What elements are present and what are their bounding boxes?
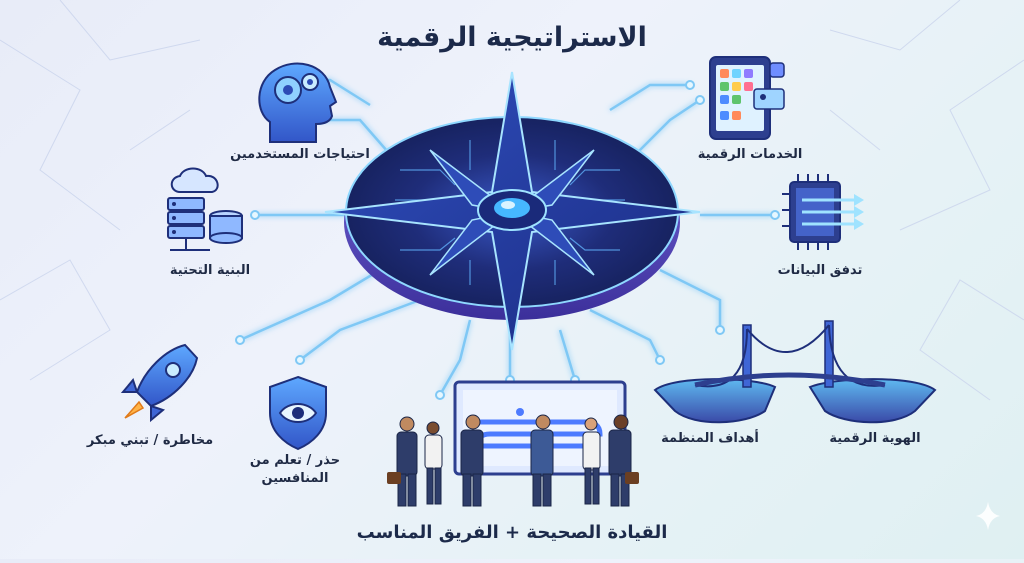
sparkle-icon [976, 502, 1000, 530]
head-gears-icon [258, 62, 338, 143]
node-label-org-goals: أهداف المنظمة [661, 431, 759, 446]
compass-star-icon [324, 71, 701, 351]
cloud-server-icon [167, 167, 243, 251]
chip-arrows-icon [782, 174, 864, 250]
tablet-apps-icon [709, 56, 785, 140]
rocket-icon [120, 343, 199, 423]
team-board-icon [387, 380, 639, 507]
leadership-caption: القيادة الصحيحة + الفريق المناسب [356, 522, 668, 543]
shield-eye-icon [269, 375, 327, 451]
node-label-competitors-line2: المنافسين [261, 471, 329, 486]
node-label-digital-services: الخدمات الرقمية [697, 147, 803, 162]
node-label-infrastructure: البنية التحتية [169, 263, 251, 278]
node-label-user-needs: احتياجات المستخدمين [230, 147, 370, 162]
node-label-data-flow: تدفق البيانات [777, 263, 863, 278]
connector-lines [239, 78, 775, 396]
background-network [0, 0, 1024, 401]
page-title: الاستراتيجية الرقمية [377, 22, 647, 53]
node-label-risk: مخاطرة / تبني مبكر [86, 433, 214, 448]
node-label-digital-identity: الهوية الرقمية [829, 431, 921, 446]
bridge-icon [653, 320, 937, 424]
node-label-competitors-line1: حذر / تعلم من [249, 453, 341, 468]
